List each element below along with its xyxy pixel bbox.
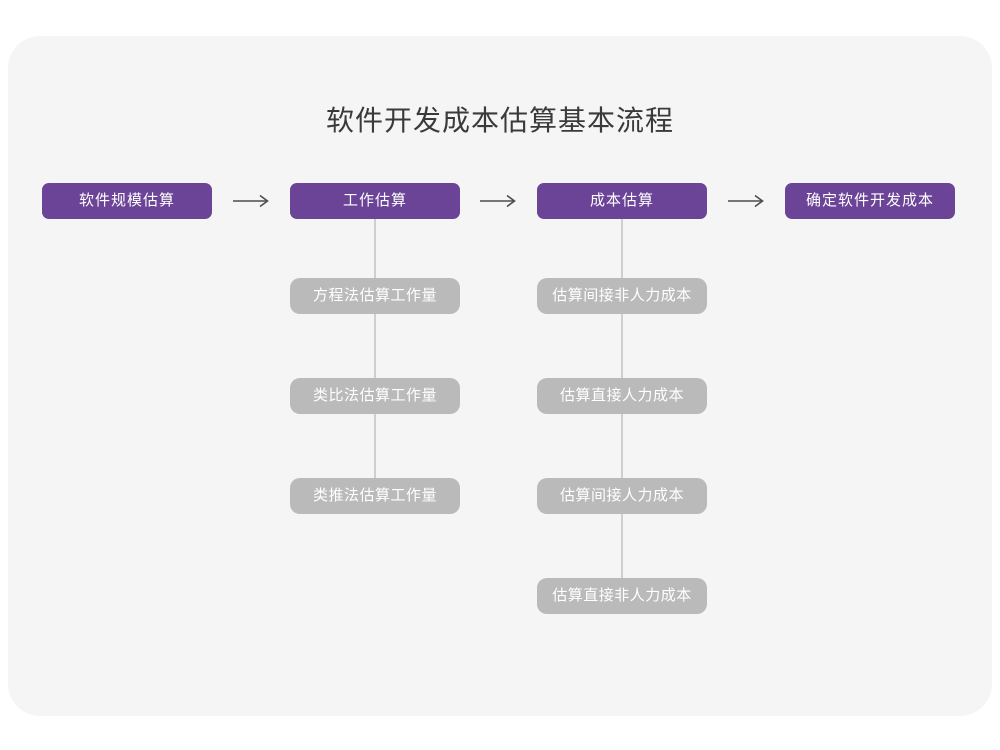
stage-box-software-scale-estimation: 软件规模估算: [42, 183, 212, 219]
sub-box-extrapolation-method: 类推法估算工作量: [290, 478, 460, 514]
stage-box-cost-estimation: 成本估算: [537, 183, 707, 219]
right-arrow-icon: [728, 194, 764, 208]
sub-box-analogy-method: 类比法估算工作量: [290, 378, 460, 414]
diagram-title: 软件开发成本估算基本流程: [325, 105, 674, 136]
right-arrow-icon: [480, 194, 516, 208]
sub-box-direct-non-labor-cost: 估算直接非人力成本: [537, 578, 707, 614]
diagram-card: [8, 36, 992, 716]
stage-box-determine-software-dev-cost: 确定软件开发成本: [785, 183, 955, 219]
stage-box-work-estimation: 工作估算: [290, 183, 460, 219]
sub-box-direct-labor-cost: 估算直接人力成本: [537, 378, 707, 414]
sub-box-indirect-labor-cost: 估算间接人力成本: [537, 478, 707, 514]
sub-box-equation-method: 方程法估算工作量: [290, 278, 460, 314]
sub-box-indirect-non-labor-cost: 估算间接非人力成本: [537, 278, 707, 314]
connector-line-work-estimation: [374, 219, 376, 496]
right-arrow-icon: [233, 194, 269, 208]
